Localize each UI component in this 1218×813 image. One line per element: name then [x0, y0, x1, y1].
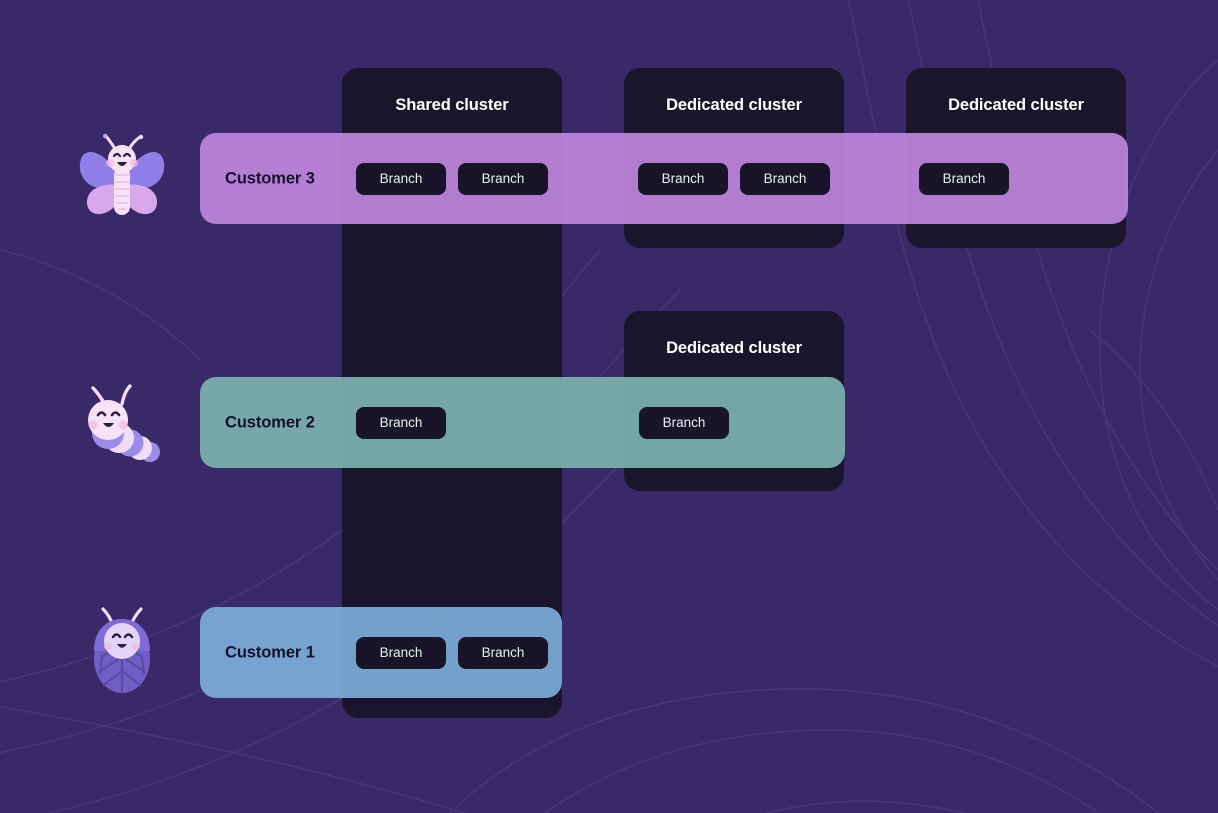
customer-label: Customer 1 [225, 643, 315, 661]
customer-label: Customer 3 [225, 169, 315, 187]
cluster-title: Dedicated cluster [948, 96, 1084, 114]
cluster-title: Shared cluster [395, 96, 509, 114]
branch-chip[interactable]: Branch [356, 636, 446, 669]
caterpillar-icon [88, 384, 160, 462]
cluster-title: Dedicated cluster [666, 96, 802, 114]
branch-chip[interactable]: Branch [919, 162, 1009, 195]
butterfly-icon [79, 133, 165, 215]
cluster-title: Dedicated cluster [666, 339, 802, 357]
branch-chip[interactable]: Branch [458, 162, 548, 195]
branch-chip[interactable]: Branch [356, 406, 446, 439]
customer-row-1[interactable]: Customer 1 Branch Branch [200, 607, 562, 698]
branch-chip[interactable]: Branch [638, 162, 728, 195]
branch-chip[interactable]: Branch [740, 162, 830, 195]
branch-chip[interactable]: Branch [639, 406, 729, 439]
branch-chip[interactable]: Branch [458, 636, 548, 669]
branch-chip[interactable]: Branch [356, 162, 446, 195]
customer-row-2[interactable]: Customer 2 Branch Branch [200, 377, 845, 468]
customer-label: Customer 2 [225, 413, 315, 431]
cocoon-icon [94, 607, 150, 693]
customer-row-3[interactable]: Customer 3 Branch Branch Branch Branch B… [200, 133, 1128, 224]
